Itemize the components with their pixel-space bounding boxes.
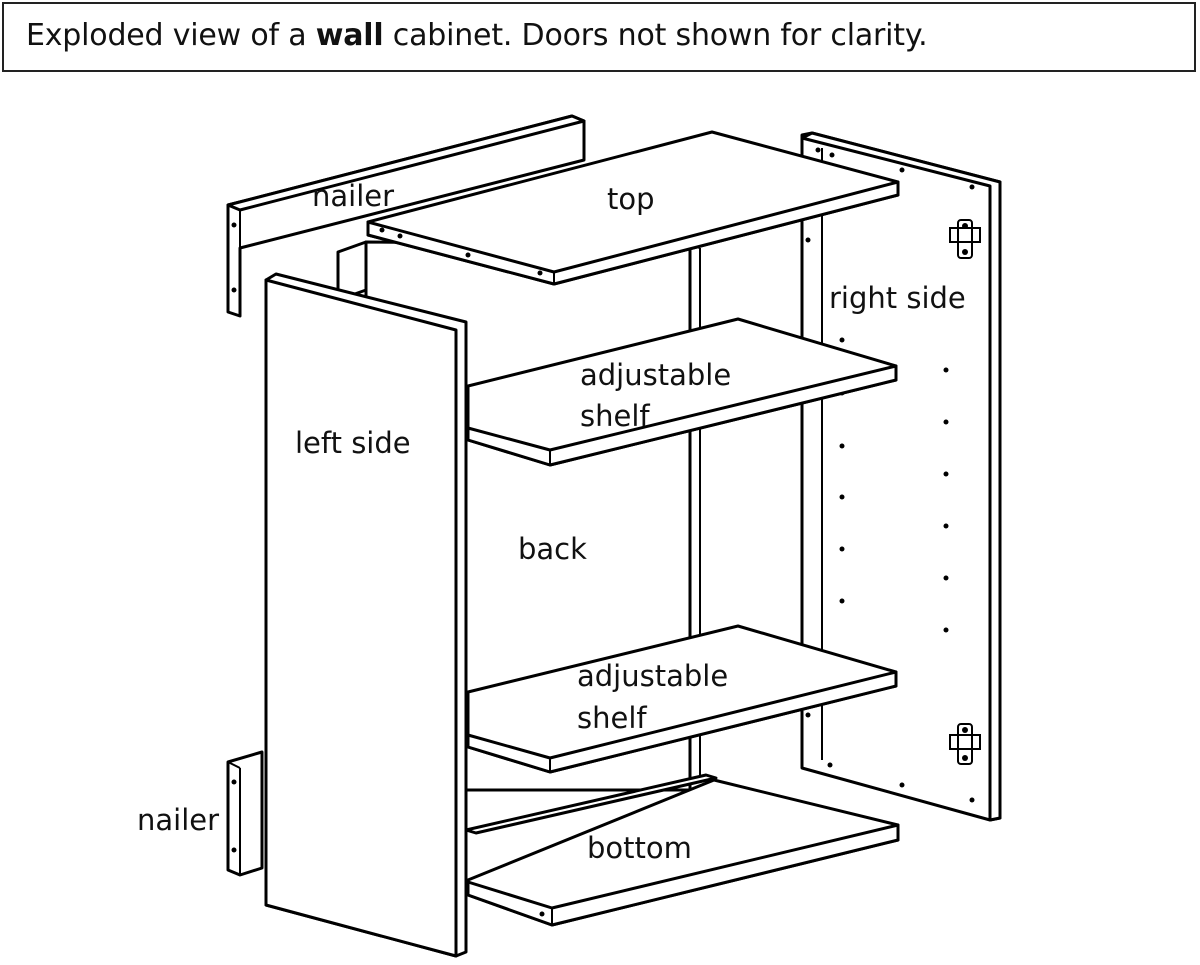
top-panel xyxy=(366,130,900,286)
label-nailer-bottom: nailer xyxy=(137,803,219,837)
caption-box: Exploded view of a wall cabinet. Doors n… xyxy=(2,2,1196,72)
label-back: back xyxy=(518,532,587,566)
label-left-side: left side xyxy=(295,426,411,460)
label-top: top xyxy=(607,182,655,216)
label-shelf-lower-line1: adjustable xyxy=(577,659,728,693)
shelf-upper xyxy=(466,317,898,467)
nailer-top xyxy=(226,114,586,318)
hinge-plate-bottom xyxy=(949,723,981,765)
shelf-lower xyxy=(466,624,898,774)
label-right-side: right side xyxy=(829,281,966,315)
caption-emphasis: wall xyxy=(315,18,384,53)
diagram-caption: Exploded view of a wall cabinet. Doors n… xyxy=(26,18,928,53)
label-shelf-upper-line2: shelf xyxy=(580,399,650,433)
caption-prefix: Exploded view of a xyxy=(26,18,316,53)
left-side-panel xyxy=(264,272,468,958)
right-side-panel xyxy=(800,131,1002,822)
bottom-panel xyxy=(464,773,900,927)
hinge-plate-top xyxy=(949,219,981,259)
label-shelf-upper-line1: adjustable xyxy=(580,358,731,392)
label-bottom: bottom xyxy=(587,831,692,865)
label-nailer-top: nailer xyxy=(312,179,394,213)
caption-suffix: cabinet. Doors not shown for clarity. xyxy=(383,18,928,53)
label-shelf-lower-line2: shelf xyxy=(577,701,647,735)
nailer-bottom xyxy=(226,750,264,877)
